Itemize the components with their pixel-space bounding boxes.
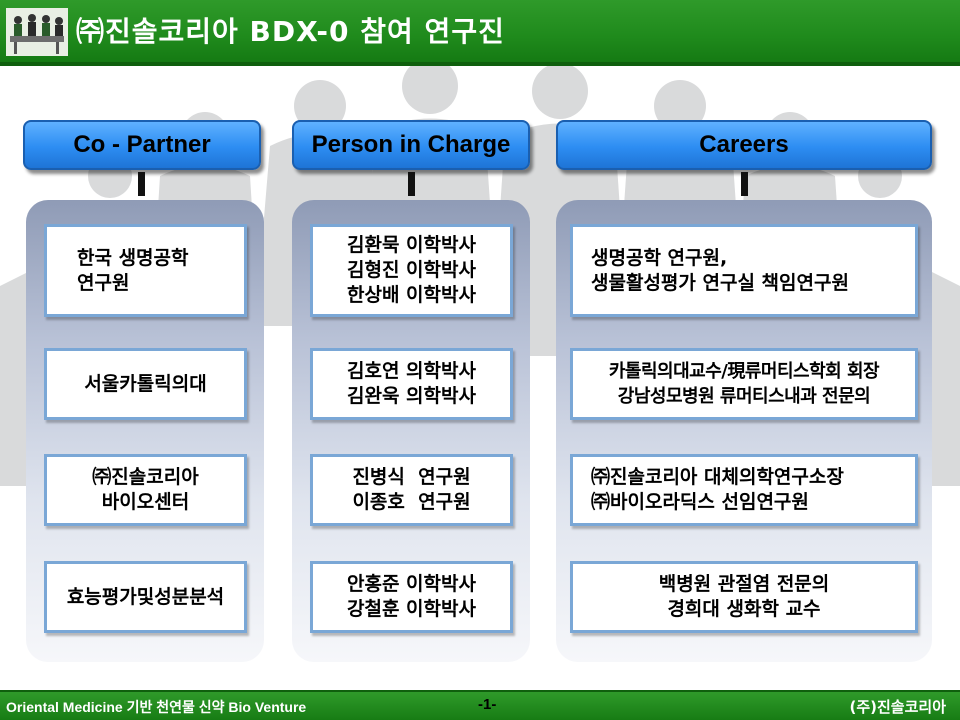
- card-line: 안홍준 이학박사: [347, 573, 476, 595]
- card-line: 이종호 연구원: [352, 491, 471, 513]
- career-card: 생명공학 연구원, 생물활성평가 연구실 책임연구원: [570, 224, 918, 317]
- co-partner-card: ㈜진솔코리아 바이오센터: [44, 454, 247, 526]
- co-partner-card: 효능평가및성분분석: [44, 561, 247, 633]
- card-line: 강남성모병원 류머티스내과 전문의: [617, 386, 871, 407]
- co-partner-card: 한국 생명공학 연구원: [44, 224, 247, 317]
- card-line: 한국 생명공학: [77, 246, 189, 269]
- card-line: 김형진 이학박사: [347, 259, 476, 281]
- column-head-careers: Careers: [556, 120, 932, 170]
- footer-tagline: Oriental Medicine 기반 천연물 신약 Bio Venture: [6, 699, 307, 715]
- connector-line: [138, 172, 145, 196]
- card-line: 생명공학 연구원,: [591, 246, 728, 269]
- person-card: 진병식 연구원 이종호 연구원: [310, 454, 513, 526]
- connector-line: [741, 172, 748, 196]
- career-card: ㈜진솔코리아 대체의학연구소장 ㈜바이오라딕스 선임연구원: [570, 454, 918, 526]
- career-card: 카톨릭의대교수/現류머티스학회 회장 강남성모병원 류머티스내과 전문의: [570, 348, 918, 420]
- career-card: 백병원 관절염 전문의 경희대 생화학 교수: [570, 561, 918, 633]
- column-head-person-in-charge: Person in Charge: [292, 120, 530, 170]
- footer-bar: Oriental Medicine 기반 천연물 신약 Bio Venture …: [0, 690, 960, 720]
- card-line: 카톨릭의대교수/現류머티스학회 회장: [608, 361, 880, 382]
- meeting-people-icon: [6, 8, 68, 56]
- column-head-co-partner: Co - Partner: [23, 120, 261, 170]
- card-line: 효능평가및성분분석: [66, 585, 225, 608]
- card-line: 생물활성평가 연구실 책임연구원: [591, 271, 849, 294]
- card-line: 김환묵 이학박사: [347, 234, 476, 256]
- card-line: ㈜진솔코리아 대체의학연구소장: [591, 466, 844, 488]
- card-line: 경희대 생화학 교수: [667, 598, 821, 620]
- card-line: 백병원 관절염 전문의: [658, 573, 830, 595]
- card-line: ㈜바이오라딕스 선임연구원: [591, 491, 809, 513]
- card-line: 김완욱 의학박사: [347, 385, 476, 407]
- co-partner-card: 서울카톨릭의대: [44, 348, 247, 420]
- person-card: 김환묵 이학박사 김형진 이학박사 한상배 이학박사: [310, 224, 513, 317]
- person-card: 김호연 의학박사 김완욱 의학박사: [310, 348, 513, 420]
- card-line: 서울카톨릭의대: [84, 372, 207, 395]
- connector-line: [408, 172, 415, 196]
- person-card: 안홍준 이학박사 강철훈 이학박사: [310, 561, 513, 633]
- card-line: 진병식 연구원: [352, 466, 471, 488]
- footer-company-name: (주)진솔코리아: [849, 698, 946, 716]
- card-line: 연구원: [77, 271, 130, 294]
- header-divider: [0, 62, 960, 66]
- card-line: 김호연 의학박사: [347, 360, 476, 382]
- header-bar: ㈜진솔코리아 BDX-0 참여 연구진: [0, 0, 960, 62]
- card-line: ㈜진솔코리아: [92, 466, 199, 488]
- card-line: 한상배 이학박사: [347, 284, 476, 306]
- page-number: -1-: [478, 696, 497, 713]
- page-title: ㈜진솔코리아 BDX-0 참여 연구진: [76, 15, 505, 48]
- card-line: 바이오센터: [101, 491, 190, 513]
- card-line: 강철훈 이학박사: [347, 598, 476, 620]
